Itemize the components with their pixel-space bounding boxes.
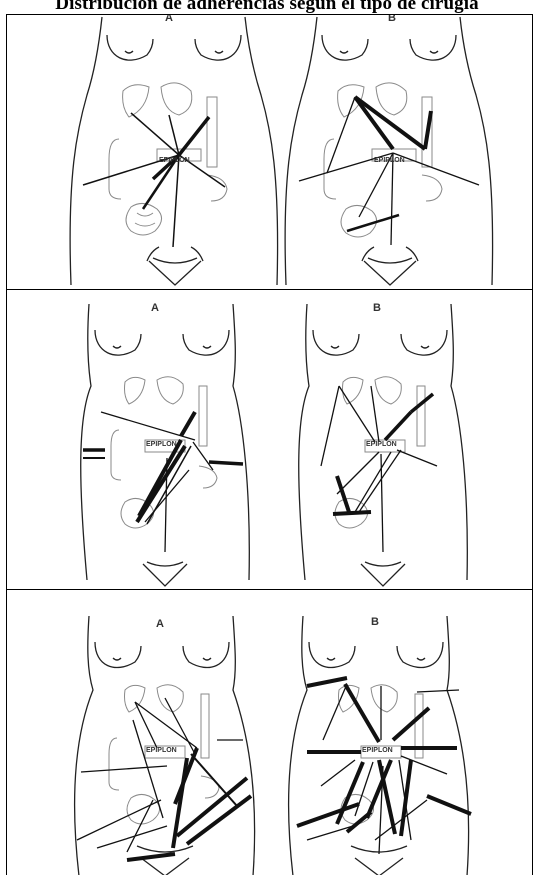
organ-label-b: EPIPLON xyxy=(366,441,397,448)
adhesion-lines-b xyxy=(297,678,471,854)
diagram-panel-2: A B xyxy=(6,289,533,590)
organ-label-b: EPIPLON xyxy=(374,157,405,164)
organ-label-a: EPIPLON xyxy=(159,157,190,164)
panel-1-illustration xyxy=(7,15,533,290)
adhesion-lines-a xyxy=(77,698,251,860)
organ-label-b: EPIPLON xyxy=(362,747,393,754)
organ-label-a: EPIPLON xyxy=(146,441,177,448)
organ-label-a: EPIPLON xyxy=(146,747,177,754)
diagram-panel-3: A B xyxy=(6,589,533,875)
body-outline-b xyxy=(285,17,492,285)
adhesion-lines-a xyxy=(83,412,243,552)
panel-3-illustration xyxy=(7,590,533,875)
panel-2-illustration xyxy=(7,290,533,590)
diagram-panel-1: A B xyxy=(6,14,533,290)
organs-a xyxy=(109,685,219,824)
adhesion-lines-b xyxy=(299,97,479,245)
adhesion-lines-b xyxy=(321,386,437,552)
figure-title: Distribución de adherencias según el tip… xyxy=(0,0,534,15)
adhesion-lines-a xyxy=(83,113,225,247)
